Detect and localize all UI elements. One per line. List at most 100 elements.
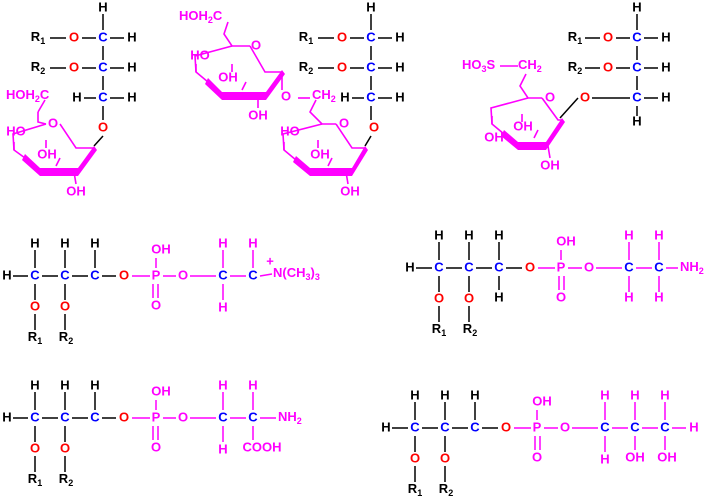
pc-c-a: C [218, 267, 228, 282]
ps-r2: R2 [59, 471, 73, 488]
pc-h-c2: H [60, 235, 69, 250]
pg-c-a: C [600, 419, 610, 434]
dgdg-ch2-link: CH2 [312, 87, 336, 104]
pg-h-c2: H [440, 387, 449, 402]
mgdg-ho-4: HO [6, 123, 26, 138]
sqdg-glycosidic-o: O [580, 89, 590, 104]
pc-h-left: H [2, 267, 11, 282]
sqdg-h2: H [661, 59, 670, 74]
pc-o-r1: O [30, 298, 40, 313]
pe-h-c2: H [464, 227, 473, 242]
pc-p-o: O [151, 297, 161, 312]
pg-p: P [533, 419, 542, 434]
ps-structure: H H H H C C C O O O R1 R2 OH P O O H H C… [2, 377, 301, 488]
sqdg-ho-4: OH [484, 129, 504, 144]
sqdg-oh-3: OH [513, 118, 533, 133]
pg-oh-c: OH [657, 449, 677, 464]
pe-o-r2: O [464, 290, 474, 305]
sqdg-sulfonate: HO3S [462, 57, 496, 74]
mgdg-r1: R1 [31, 29, 45, 46]
pg-structure: H H H H C C C O O O R1 R2 OH P O O H H H… [381, 387, 698, 498]
pe-h-c3a: H [494, 227, 503, 242]
pg-c-c: C [660, 419, 670, 434]
sqdg-ring-o: O [545, 89, 555, 104]
pg-h-a2: H [600, 451, 609, 466]
sqdg-h1: H [661, 29, 670, 44]
pc-h-c3: H [90, 235, 99, 250]
dgdg-c3: C [366, 89, 376, 104]
pc-structure: H H H H C C C O O O R1 R2 OH P O O H H C… [2, 235, 320, 346]
dgdg-h3b: H [395, 89, 404, 104]
ps-h-c1: H [30, 377, 39, 392]
pe-h-c3b: H [494, 289, 503, 304]
ps-h-c2: H [60, 377, 69, 392]
pc-c2: C [60, 267, 70, 282]
ps-p-o: O [151, 439, 161, 454]
dgdg-h1: H [395, 29, 404, 44]
mgdg-h3a: H [72, 89, 81, 104]
sqdg-ch2: CH2 [518, 57, 542, 74]
ps-h-a1: H [218, 377, 227, 392]
dgdg-ring2-oh2: OH [340, 183, 360, 198]
ps-r1: R1 [28, 471, 42, 488]
pe-r1: R1 [432, 321, 446, 338]
pg-p-oh: OH [532, 393, 552, 408]
pg-p-o: O [532, 449, 542, 464]
pg-h-a1: H [600, 387, 609, 402]
pe-amine: NH2 [680, 259, 704, 276]
pg-c1: C [410, 419, 420, 434]
pc-r1: R1 [28, 329, 42, 346]
mgdg-h1: H [127, 29, 136, 44]
pe-p-o: O [556, 289, 566, 304]
pg-h-left: H [381, 419, 390, 434]
pe-c1: C [434, 259, 444, 274]
ps-p: P [152, 409, 161, 424]
pc-h-b1: H [248, 235, 257, 250]
pc-h-a2: H [218, 299, 227, 314]
pe-h-b2: H [654, 289, 663, 304]
dgdg-r2: R2 [299, 59, 313, 76]
pc-o-ester: O [119, 267, 129, 282]
pg-h-c2: H [689, 419, 698, 434]
pg-h-c1: H [660, 387, 669, 402]
pg-o-link: O [560, 419, 570, 434]
sqdg-c3: C [632, 89, 642, 104]
pe-h-a1: H [624, 227, 633, 242]
dgdg-ring1-ho: HO [190, 47, 210, 62]
pe-p: P [557, 259, 566, 274]
sqdg-o1: O [603, 29, 613, 44]
pc-o-link: O [178, 267, 188, 282]
pg-r2: R2 [439, 481, 453, 498]
ps-h-c3: H [90, 377, 99, 392]
ps-p-oh: OH [151, 383, 171, 398]
dgdg-ring1-oh3: OH [218, 69, 238, 84]
sqdg-c2: C [632, 59, 642, 74]
dgdg-h-top: H [366, 0, 375, 14]
pe-o-link: O [584, 259, 594, 274]
dgdg-hoh2c: HOH2C [179, 8, 223, 25]
pe-h-c1: H [434, 227, 443, 242]
pg-c-b: C [630, 419, 640, 434]
dgdg-ring1-oh2: OH [248, 107, 268, 122]
ps-o-ester: O [119, 409, 129, 424]
pe-o-ester: O [525, 259, 535, 274]
ps-c-a: C [218, 409, 228, 424]
pc-o-r2: O [60, 298, 70, 313]
mgdg-o1: O [69, 29, 79, 44]
sqdg-r2: R2 [568, 59, 582, 76]
pg-c3: C [470, 419, 480, 434]
ps-h-b1: H [248, 377, 257, 392]
pg-c2: C [440, 419, 450, 434]
pe-c3: C [494, 259, 504, 274]
pe-p-oh: OH [556, 233, 576, 248]
mgdg-glycosidic-o: O [98, 119, 108, 134]
mgdg-h3b: H [127, 89, 136, 104]
pe-structure: H H H H C C C H O O O R1 R2 OH P O O H H… [405, 227, 703, 338]
ps-o-link: O [178, 409, 188, 424]
mgdg-c2: C [98, 59, 108, 74]
pe-h-b1: H [654, 227, 663, 242]
pg-h-c1: H [410, 387, 419, 402]
ps-c-b: C [248, 409, 258, 424]
dgdg-o2: O [337, 59, 347, 74]
dgdg-c1: C [366, 29, 376, 44]
